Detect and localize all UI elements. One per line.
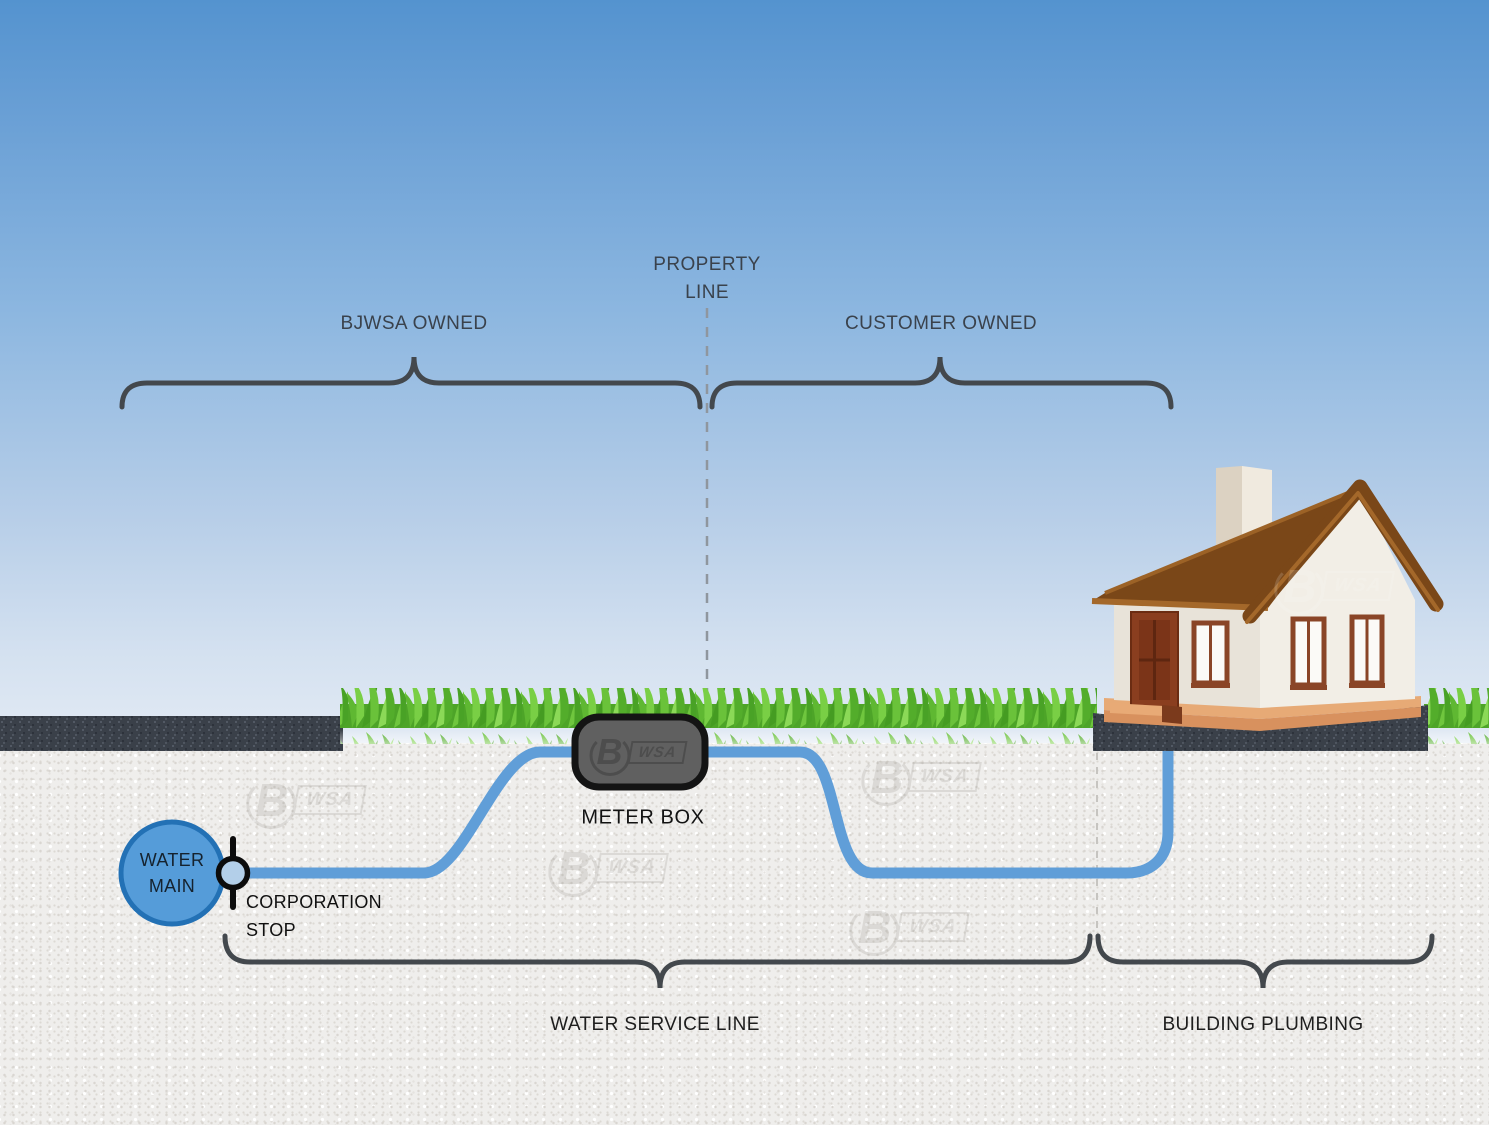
road-asphalt-left (0, 716, 343, 751)
front-window-right (1349, 614, 1385, 688)
customer-owned-brace (709, 356, 1174, 410)
watermark-ring-icon (246, 779, 297, 829)
roof-eave-trim (1091, 598, 1269, 611)
roof-bargeboard-trim (1245, 491, 1440, 624)
bjwsa-watermark: B WSA (548, 845, 670, 897)
front-window-left (1290, 616, 1327, 690)
bjwsa-watermark: B WSA (849, 904, 971, 956)
watermark-ring-icon (548, 847, 599, 897)
bjwsa-watermark: B WSA (861, 754, 983, 806)
bjwsa-owned-brace (119, 356, 703, 410)
roof-ridge-trim (1104, 486, 1361, 595)
bjwsa-watermark: B WSA (246, 777, 368, 829)
side-window (1191, 620, 1230, 688)
meter-box (571, 713, 709, 791)
door-stoop (1110, 703, 1164, 716)
watermark-ring-icon (861, 756, 912, 806)
house-foundation-front (1104, 707, 1421, 731)
grass-strip (340, 688, 1489, 744)
building-plumbing-brace (1095, 933, 1435, 989)
roof-side-plane (1092, 488, 1360, 608)
water-service-line-brace (222, 933, 1093, 989)
watermark-ring-icon (849, 906, 900, 956)
water-main-circle (118, 819, 226, 927)
house (1091, 466, 1444, 751)
door-step (1162, 705, 1182, 724)
water-service-pipe (227, 744, 1174, 879)
corporation-stop-valve (215, 855, 251, 891)
